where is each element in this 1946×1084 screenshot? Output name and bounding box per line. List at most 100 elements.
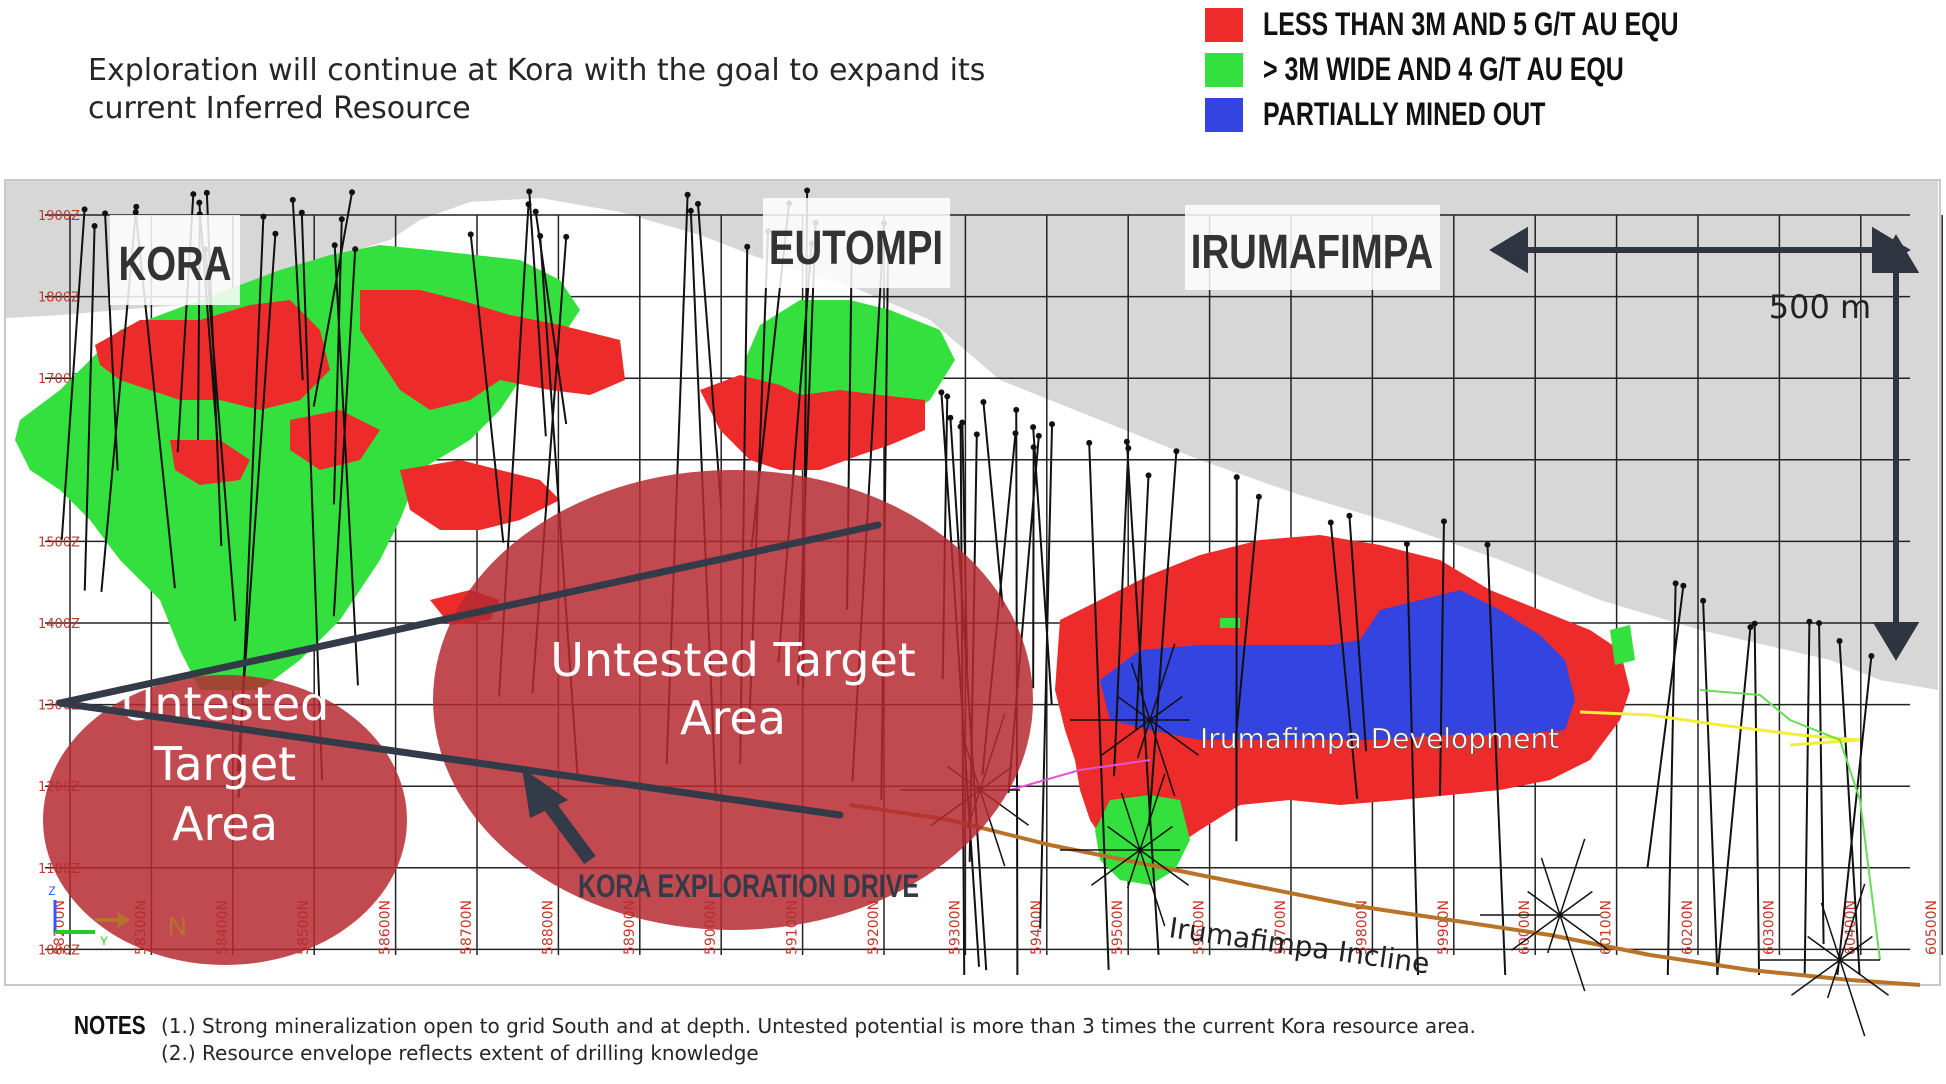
drill-collar: [1403, 540, 1410, 547]
drill-hole: [1646, 585, 1685, 869]
fan-hole: [1139, 825, 1173, 851]
legend-item-wide: > 3M WIDE AND 4 G/T AU EQU: [1205, 47, 1765, 92]
kora-label-box: [110, 215, 240, 305]
drill-collar: [694, 200, 701, 207]
drill-collar: [1700, 597, 1707, 604]
fan-hole: [1126, 849, 1141, 889]
resource-blue: [1100, 590, 1575, 740]
drill-hole: [1348, 515, 1368, 752]
drill-collar: [1233, 474, 1240, 481]
northing-label: 58800N: [540, 900, 556, 955]
drill-collar: [687, 207, 694, 214]
drill-hole: [696, 203, 723, 509]
drill-hole: [312, 192, 354, 407]
drill-hole: [1818, 623, 1825, 945]
drill-hole: [1486, 544, 1507, 976]
fan-hole: [1149, 719, 1176, 797]
drill-collar: [1751, 620, 1758, 627]
drill-collar: [957, 423, 964, 430]
resource-green: [1610, 625, 1635, 665]
drill-collar: [298, 209, 305, 216]
drill-collar: [1012, 430, 1019, 437]
drill-collar: [1123, 438, 1130, 445]
drill-collar: [272, 230, 279, 237]
drill-collar: [1836, 637, 1843, 644]
target-area-label-line: Target: [153, 737, 296, 791]
northing-label: 59900N: [1436, 900, 1452, 955]
fan-hole: [1149, 719, 1199, 756]
target-area-label-line: Untested: [121, 677, 330, 731]
drill-hole: [1803, 621, 1811, 976]
drill-collar: [1086, 439, 1093, 446]
drill-collar: [1013, 406, 1020, 413]
drill-collar: [190, 191, 197, 198]
drill-collar: [1680, 582, 1687, 589]
northing-label: 59400N: [1029, 900, 1045, 955]
resource-red: [170, 440, 250, 485]
fan-hole: [1826, 959, 1841, 999]
drill-hole: [528, 191, 547, 437]
fan-hole: [1107, 825, 1141, 851]
drill-hole: [1147, 451, 1178, 826]
drill-collar: [1030, 424, 1037, 431]
drill-collar: [684, 191, 691, 198]
development-label: Irumafimpa Development: [1200, 722, 1559, 755]
resource-red: [700, 375, 925, 470]
drill-hole: [1135, 475, 1150, 731]
fan-hole: [1091, 849, 1141, 886]
legend-swatch: [1205, 52, 1243, 87]
drill-collar: [947, 414, 954, 421]
legend-item-high-grade: LESS THAN 3M AND 5 G/T AU EQU: [1205, 2, 1765, 47]
fan-hole: [1546, 914, 1561, 954]
fan-hole: [1139, 849, 1189, 886]
drill-hole: [104, 213, 119, 471]
elevation-label: 1400Z: [38, 617, 80, 632]
fan-hole: [1839, 883, 1866, 961]
drill-collar: [1816, 620, 1823, 627]
drill-collar: [1440, 518, 1447, 525]
note-1: (1.) Strong mineralization open to grid …: [161, 1014, 1476, 1038]
drill-collar: [1125, 445, 1132, 452]
drill-collar: [1868, 653, 1875, 660]
drill-hole: [1666, 583, 1677, 976]
drill-hole: [982, 401, 1004, 608]
northing-label: 59500N: [1110, 900, 1126, 955]
irumafimpa-incline: [849, 803, 1921, 987]
drill-collar: [196, 199, 203, 206]
drill-hole: [1329, 522, 1359, 800]
drill-collar: [804, 187, 811, 194]
area-label-eutompi: EUTOMPI: [769, 222, 943, 275]
fan-hole: [1540, 857, 1561, 916]
drill-hole: [1032, 427, 1053, 705]
intro-text: Exploration will continue at Kora with t…: [88, 53, 986, 126]
fan-hole: [1559, 914, 1609, 951]
drill-collar: [203, 189, 210, 196]
drill-collar: [1747, 624, 1754, 631]
drill-hole: [291, 199, 304, 381]
drill-collar: [338, 216, 345, 223]
fan-hole: [1149, 643, 1176, 721]
northing-label: 59600N: [1192, 900, 1208, 955]
scale-bar: [1489, 226, 1920, 661]
northing-label: 60300N: [1761, 900, 1777, 955]
drill-collar: [526, 188, 533, 195]
drill-collar: [91, 223, 98, 230]
drive-label: KORA EXPLORATION DRIVE: [578, 869, 919, 905]
drill-hole: [1716, 627, 1752, 976]
drill-collar: [1672, 580, 1679, 587]
legend-label: PARTIALLY MINED OUT: [1263, 96, 1546, 132]
fan-hole: [1559, 890, 1593, 916]
drill-collar: [102, 210, 109, 217]
orientation-axes: Z Y N: [48, 884, 186, 948]
northing-label: 59200N: [866, 900, 882, 955]
axis-label-n: N: [168, 911, 187, 941]
irumafimpa-label-box: [1185, 205, 1440, 290]
target-area-kora: [43, 675, 407, 965]
target-area-central: [433, 470, 1033, 930]
yellow-drive: [1579, 710, 1861, 747]
drill-collar: [289, 196, 296, 203]
elevation-label: 1800Z: [38, 291, 80, 306]
irumafimpa-resource-zone: [1055, 535, 1635, 885]
legend-label: > 3M WIDE AND 4 G/T AU EQU: [1263, 51, 1624, 87]
